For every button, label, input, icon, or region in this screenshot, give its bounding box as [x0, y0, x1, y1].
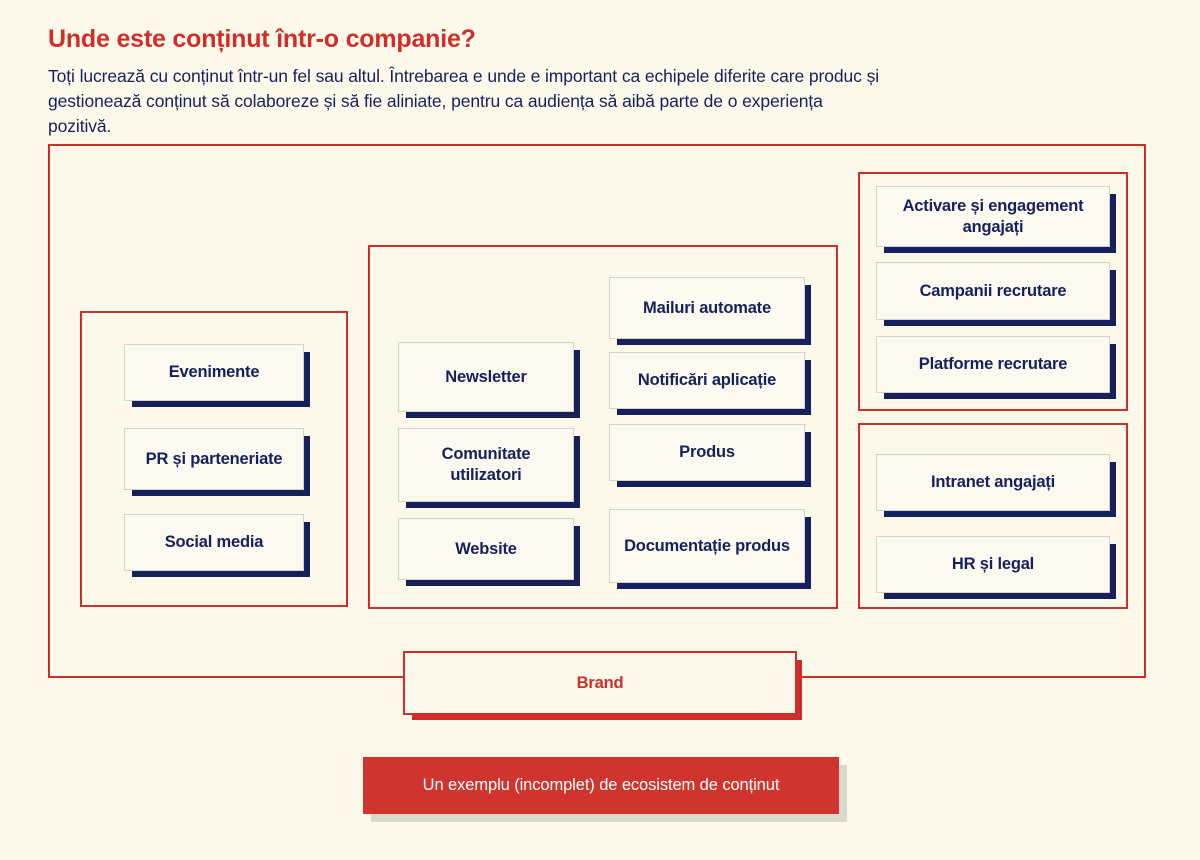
node-hr-si-legal: HR și legal [876, 536, 1110, 593]
node-social-media: Social media [124, 514, 304, 571]
node-newsletter: Newsletter [398, 342, 574, 412]
node-documentatie-produs: Documentație produs [609, 509, 805, 583]
node-pr-parteneriate: PR și parteneriate [124, 428, 304, 490]
page-title: Unde este conținut într-o companie? [48, 25, 476, 53]
node-campanii-recrutare: Campanii recrutare [876, 262, 1110, 320]
node-website: Website [398, 518, 574, 580]
node-notificari-aplicatie: Notificări aplicație [609, 352, 805, 409]
node-platforme-recrutare: Platforme recrutare [876, 336, 1110, 393]
node-evenimente: Evenimente [124, 344, 304, 401]
node-produs: Produs [609, 424, 805, 481]
caption-banner: Un exemplu (incomplet) de ecosistem de c… [363, 757, 839, 814]
node-activare-engagement-angajati: Activare și engagement angajați [876, 186, 1110, 247]
group-frame-owned-external [80, 311, 348, 607]
node-brand: Brand [403, 651, 797, 715]
page-subtitle: Toți lucrează cu conținut într-un fel sa… [48, 65, 880, 137]
header: Unde este conținut într-o companie? Toți… [48, 25, 888, 140]
node-intranet-angajati: Intranet angajați [876, 454, 1110, 511]
node-comunitate-utilizatori: Comunitate utilizatori [398, 428, 574, 502]
group-frame-digital [368, 245, 838, 609]
group-frame-recruiting [858, 172, 1128, 411]
node-mailuri-automate: Mailuri automate [609, 277, 805, 339]
group-frame-internal [858, 423, 1128, 609]
